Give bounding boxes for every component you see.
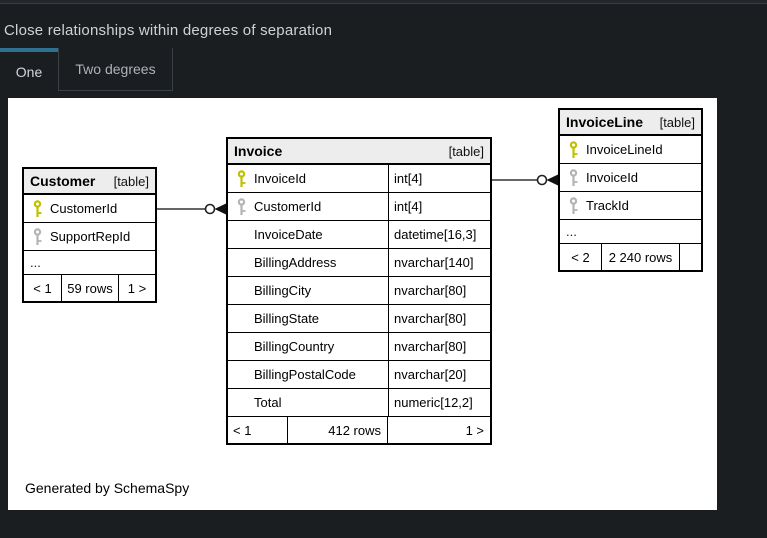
column-row: CustomerId [24, 195, 155, 223]
column-type: nvarchar[80] [388, 277, 490, 304]
table-customer-header[interactable]: Customer [table] [24, 169, 155, 195]
table-customer: Customer [table] CustomerId Supp [22, 167, 157, 303]
table-invoice: Invoice [table] InvoiceId int[4] [226, 137, 492, 445]
table-name: InvoiceLine [566, 114, 644, 130]
column-row: BillingState nvarchar[80] [228, 305, 490, 333]
table-invoiceline: InvoiceLine [table] InvoiceLineId [558, 108, 703, 272]
column-row: Total numeric[12,2] [228, 389, 490, 417]
tab-one-degree-label: One [15, 63, 43, 80]
column-row: InvoiceDate datetime[16,3] [228, 221, 490, 249]
column-name: BillingAddress [254, 255, 337, 270]
column-name: InvoiceDate [254, 227, 323, 242]
column-row: CustomerId int[4] [228, 193, 490, 221]
table-invoiceline-footer: < 2 2 240 rows [560, 244, 701, 270]
column-type: int[4] [388, 165, 490, 192]
column-name: BillingCity [254, 283, 312, 298]
prev-degree-cell[interactable]: < 1 [24, 275, 62, 301]
relationship-invoice-invoiceline [492, 174, 558, 186]
primary-key-icon [560, 140, 586, 159]
tab-bar: One Two degrees [0, 48, 767, 91]
column-row: BillingCountry nvarchar[80] [228, 333, 490, 361]
column-name: CustomerId [254, 199, 322, 214]
table-tag: [table] [113, 173, 149, 189]
foreign-key-icon [24, 227, 50, 246]
row-count: 2 240 rows [602, 244, 680, 270]
table-invoiceline-header[interactable]: InvoiceLine [table] [560, 110, 701, 136]
relationship-diagram-canvas: Customer [table] CustomerId Supp [8, 98, 717, 510]
prev-degree-cell[interactable]: < 1 [228, 417, 288, 443]
column-name: TrackId [586, 198, 629, 213]
more-columns-row: ... [560, 220, 701, 244]
column-name: InvoiceLineId [586, 142, 663, 157]
relationship-customer-invoice [157, 203, 226, 215]
column-row: InvoiceId [560, 164, 701, 192]
generated-by-label: Generated by SchemaSpy [25, 480, 190, 496]
column-name: CustomerId [50, 201, 118, 216]
column-type: numeric[12,2] [388, 389, 490, 416]
tab-two-degrees[interactable]: Two degrees [58, 48, 173, 91]
table-tag: [table] [448, 143, 484, 159]
foreign-key-icon [560, 196, 586, 215]
more-columns-row: ... [24, 251, 155, 275]
table-invoice-header[interactable]: Invoice [table] [228, 139, 490, 165]
table-name: Customer [30, 173, 96, 189]
column-row: BillingPostalCode nvarchar[20] [228, 361, 490, 389]
column-name: BillingPostalCode [254, 367, 356, 382]
column-name: BillingCountry [254, 339, 335, 354]
page-title: Close relationships within degrees of se… [4, 22, 333, 39]
column-type: nvarchar[80] [388, 333, 490, 360]
primary-key-icon [24, 199, 50, 218]
row-count: 412 rows [288, 417, 388, 443]
column-row: BillingCity nvarchar[80] [228, 277, 490, 305]
column-row: SupportRepId [24, 223, 155, 251]
column-name: SupportRepId [50, 229, 131, 244]
row-count: 59 rows [62, 275, 119, 301]
table-tag: [table] [659, 114, 695, 130]
primary-key-icon [228, 169, 254, 188]
column-name: Total [254, 395, 282, 410]
top-divider [0, 0, 767, 4]
column-type: int[4] [388, 193, 490, 220]
table-customer-footer: < 1 59 rows 1 > [24, 275, 155, 301]
column-row: BillingAddress nvarchar[140] [228, 249, 490, 277]
column-type: nvarchar[80] [388, 305, 490, 332]
column-row: InvoiceId int[4] [228, 165, 490, 193]
foreign-key-icon [560, 168, 586, 187]
column-name: BillingState [254, 311, 320, 326]
next-degree-cell[interactable]: 1 > [465, 422, 484, 438]
column-name: InvoiceId [254, 171, 307, 186]
prev-degree-cell[interactable]: < 2 [560, 244, 602, 270]
table-invoice-footer: < 1 412 rows 1 > [228, 417, 490, 443]
column-type: nvarchar[20] [388, 361, 490, 388]
foreign-key-icon [228, 197, 254, 216]
column-type: nvarchar[140] [388, 249, 490, 276]
column-row: TrackId [560, 192, 701, 220]
table-name: Invoice [234, 143, 283, 159]
column-type: datetime[16,3] [388, 221, 490, 248]
column-row: InvoiceLineId [560, 136, 701, 164]
column-name: InvoiceId [586, 170, 639, 185]
tab-two-degrees-label: Two degrees [75, 61, 156, 77]
tab-one-degree[interactable]: One [0, 48, 58, 91]
next-degree-cell[interactable]: 1 > [127, 280, 147, 296]
next-degree-cell [680, 244, 701, 270]
